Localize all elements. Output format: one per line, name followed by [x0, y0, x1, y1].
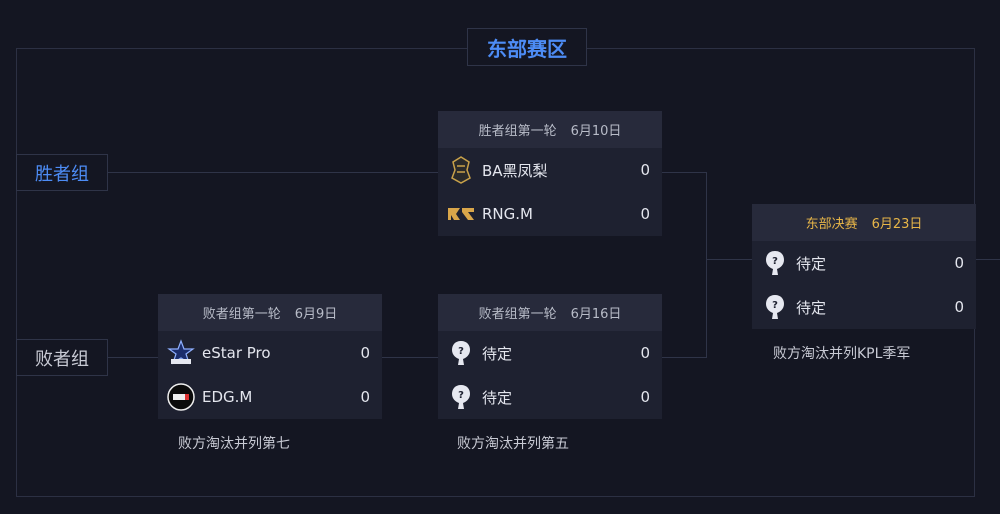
- match-date: 6月23日: [871, 217, 923, 232]
- match-header: 败者组第一轮 6月9日: [158, 294, 382, 331]
- team-row[interactable]: ? 待定 0: [438, 331, 662, 375]
- match-card-losers-r1[interactable]: 败者组第一轮 6月9日 eStar Pro 0 EDG.M 0: [158, 294, 382, 419]
- team-score: 0: [360, 388, 370, 406]
- match-note: 败方淘汰并列第七: [178, 436, 290, 452]
- team-score: 0: [640, 205, 650, 223]
- team-row[interactable]: ? 待定 0: [752, 241, 976, 285]
- placeholder-avatar-icon: ?: [446, 338, 476, 368]
- placeholder-avatar-icon: ?: [760, 292, 790, 322]
- team-row[interactable]: RNG.M 0: [438, 192, 662, 236]
- match-stage: 东部决赛: [805, 217, 858, 232]
- team-score: 0: [954, 254, 964, 272]
- team-name: EDG.M: [202, 388, 253, 406]
- team-name: 待定: [796, 254, 827, 273]
- losers-group-text: 败者组: [35, 348, 89, 370]
- connector-winners: [108, 172, 438, 173]
- team-name: 待定: [482, 388, 513, 407]
- winners-group-text: 胜者组: [35, 163, 89, 185]
- match-note: 败方淘汰并列KPL季军: [773, 346, 911, 362]
- connector-w1-out: [662, 172, 706, 173]
- connector-final-out: [975, 259, 1000, 260]
- match-date: 6月10日: [570, 124, 622, 139]
- team-score: 0: [640, 344, 650, 362]
- connector-final-in: [706, 259, 752, 260]
- match-date: 6月9日: [294, 307, 338, 322]
- match-card-winners-r1[interactable]: 胜者组第一轮 6月10日 BA黑凤梨 0 RNG.M 0: [438, 111, 662, 236]
- team-score: 0: [640, 388, 650, 406]
- winners-group-label: 胜者组: [16, 154, 108, 191]
- team-row[interactable]: ? 待定 0: [438, 375, 662, 419]
- placeholder-avatar-icon: ?: [446, 382, 476, 412]
- match-stage: 败者组第一轮: [478, 307, 557, 322]
- match-card-east-final[interactable]: 东部决赛 6月23日 ? 待定 0 ? 待定 0: [752, 204, 976, 329]
- match-stage: 胜者组第一轮: [478, 124, 557, 139]
- placeholder-avatar-icon: ?: [760, 248, 790, 278]
- team-row[interactable]: EDG.M 0: [158, 375, 382, 419]
- team-row[interactable]: BA黑凤梨 0: [438, 148, 662, 192]
- svg-text:?: ?: [458, 346, 464, 357]
- team-name: BA黑凤梨: [482, 161, 548, 180]
- team-row[interactable]: ? 待定 0: [752, 285, 976, 329]
- connector-l2-out: [662, 357, 706, 358]
- losers-group-label: 败者组: [16, 339, 108, 376]
- ba-logo-icon: [446, 155, 476, 185]
- match-header: 胜者组第一轮 6月10日: [438, 111, 662, 148]
- team-score: 0: [360, 344, 370, 362]
- team-name: 待定: [482, 344, 513, 363]
- team-name: eStar Pro: [202, 344, 271, 362]
- estar-logo-icon: [166, 338, 196, 368]
- svg-text:?: ?: [458, 390, 464, 401]
- page-title: 东部赛区: [467, 28, 587, 66]
- match-header: 东部决赛 6月23日: [752, 204, 976, 241]
- edg-logo-icon: [166, 382, 196, 412]
- connector-losers-a: [108, 357, 158, 358]
- team-score: 0: [954, 298, 964, 316]
- svg-text:?: ?: [772, 300, 778, 311]
- team-name: 待定: [796, 298, 827, 317]
- match-date: 6月16日: [570, 307, 622, 322]
- match-stage: 败者组第一轮: [202, 307, 281, 322]
- team-name: RNG.M: [482, 205, 533, 223]
- connector-losers-b: [381, 357, 439, 358]
- svg-text:?: ?: [772, 256, 778, 267]
- match-note: 败方淘汰并列第五: [457, 436, 569, 452]
- team-row[interactable]: eStar Pro 0: [158, 331, 382, 375]
- connector-vertical: [706, 172, 707, 358]
- team-score: 0: [640, 161, 650, 179]
- match-header: 败者组第一轮 6月16日: [438, 294, 662, 331]
- match-card-losers-r1-b[interactable]: 败者组第一轮 6月16日 ? 待定 0 ? 待定 0: [438, 294, 662, 419]
- rng-logo-icon: [446, 199, 476, 229]
